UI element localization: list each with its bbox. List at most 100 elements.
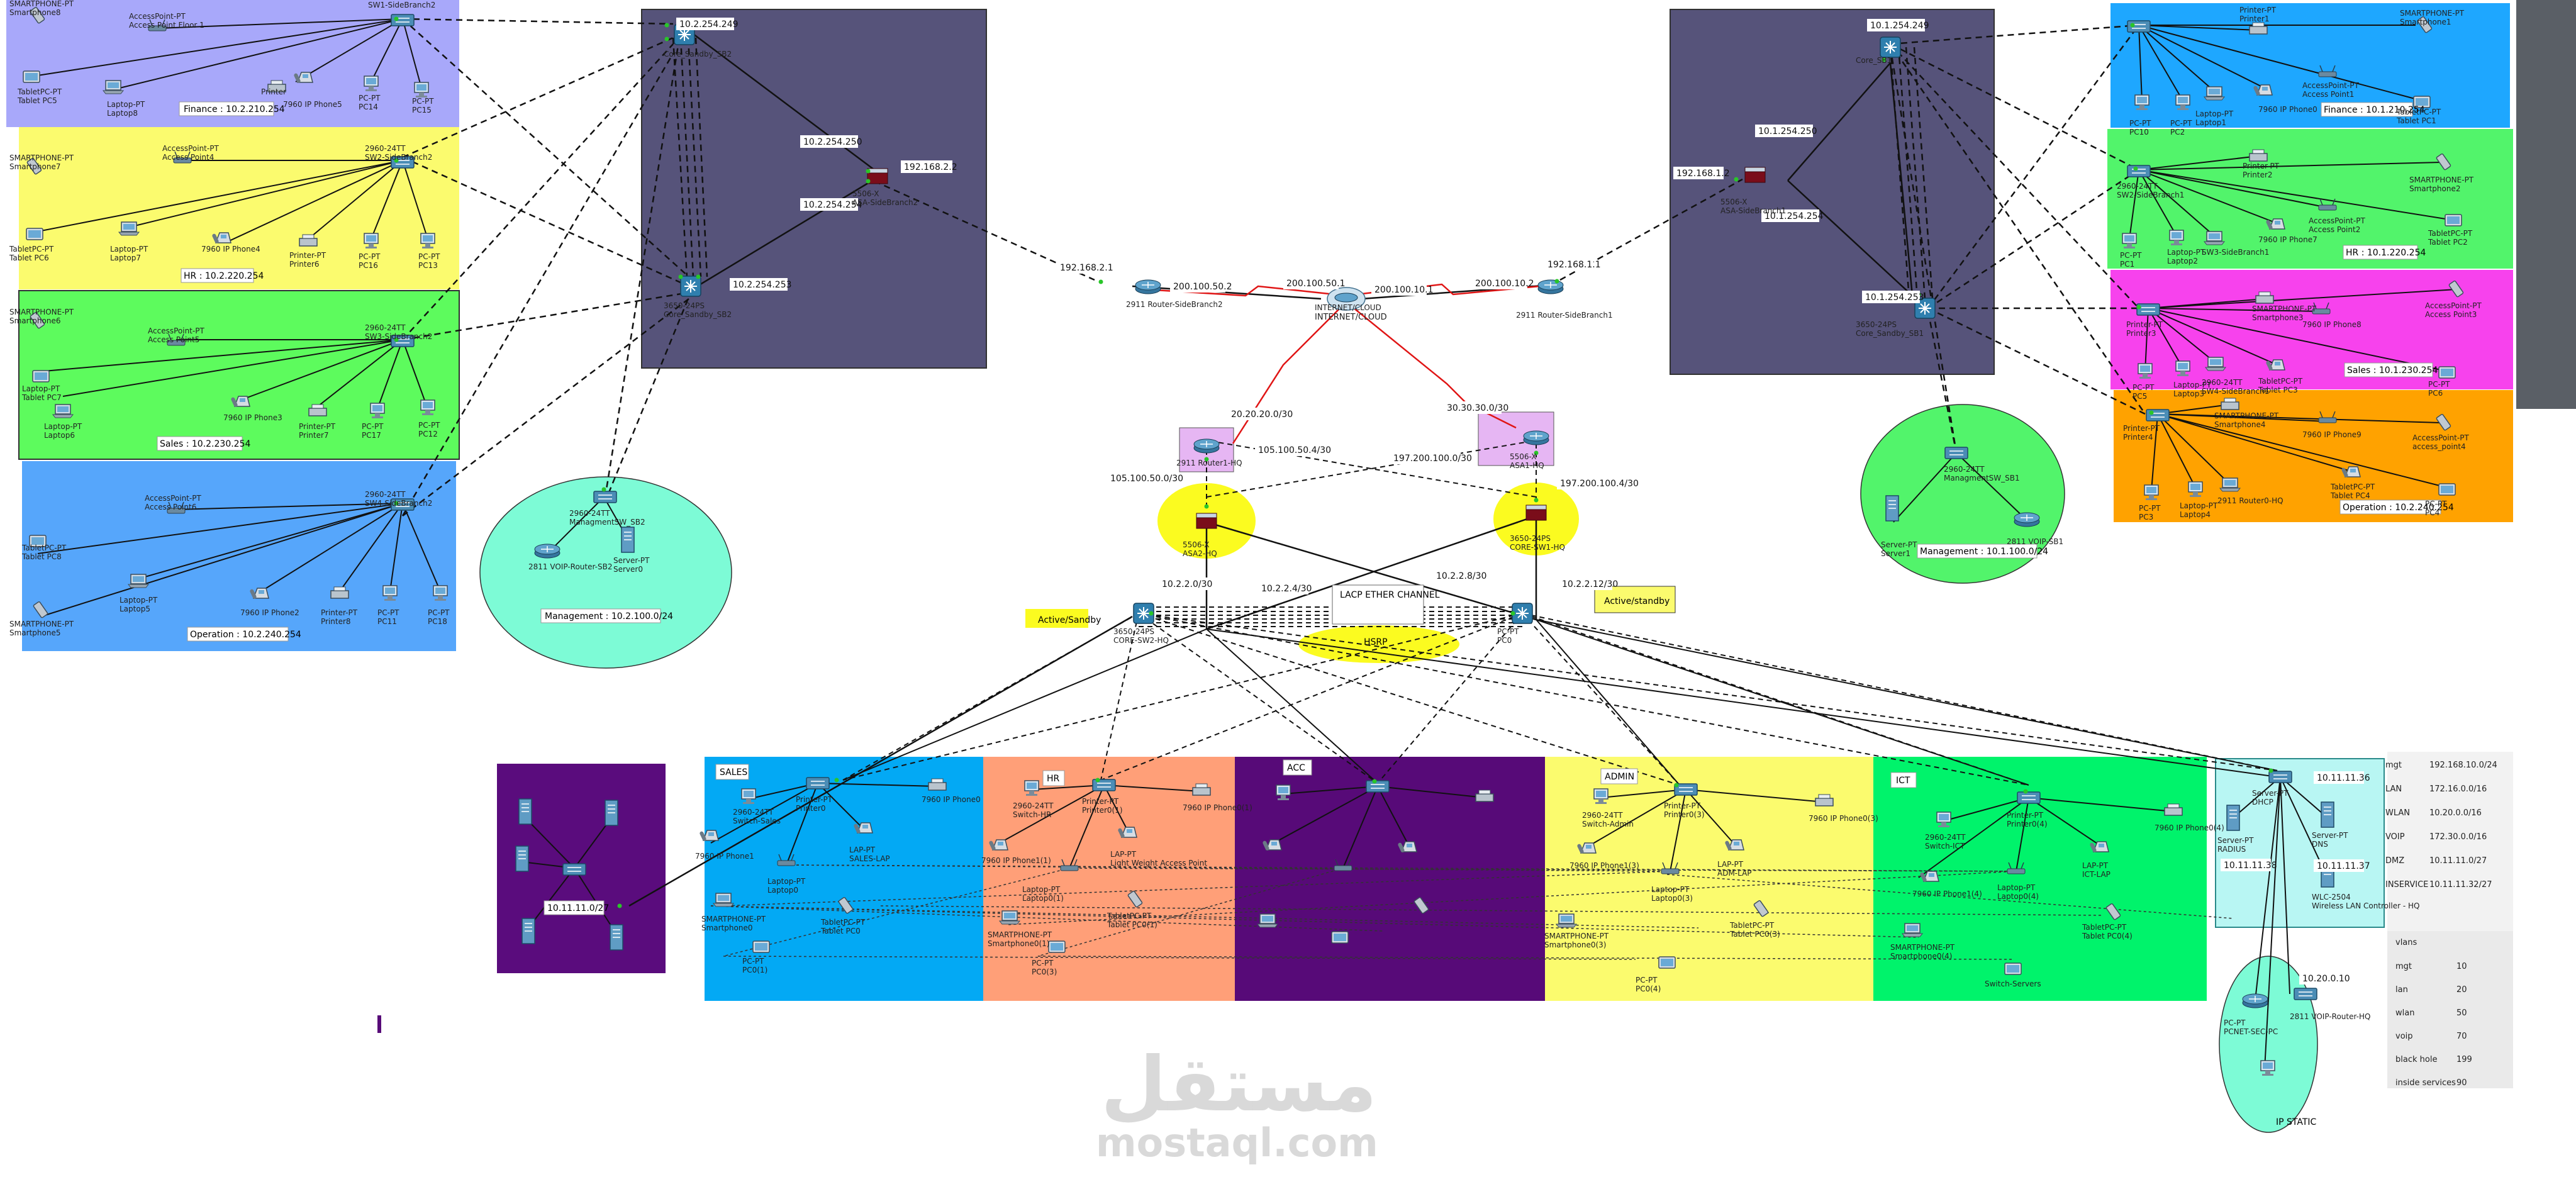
ip-label: 10.2.254.253 [733, 280, 792, 290]
vlan-key: wlan [2395, 1008, 2414, 1018]
right-edge-strip [2516, 0, 2576, 409]
ip-label: 30.30.30.0/30 [1447, 403, 1508, 413]
device-label: 2911 Router0-HQ [2217, 496, 2283, 505]
hq-hr-zone [983, 757, 1235, 1001]
device-label: 7960 IP Phone3 [223, 413, 282, 422]
device-label: 7960 IP Phone2 [240, 608, 299, 617]
ip-label: 192.168.2.1 [1060, 263, 1113, 273]
ip-label: 192.168.1.1 [1547, 260, 1601, 270]
ip-label: 10.1.254.249 [1870, 21, 1929, 31]
device-label: 7960 IP Phone0 [2258, 105, 2317, 114]
sb1-management-zone [1860, 404, 2065, 584]
ip-label: 10.11.11.36 [2317, 773, 2370, 783]
ip-label: 10.2.254.254 [803, 200, 862, 210]
hsrp-label: HSRP [1364, 637, 1388, 647]
device-label: 7960 IP Phone1 [695, 852, 754, 861]
legend-value: 10.11.11.32/27 [2429, 880, 2492, 890]
sb1-finance-zone [2110, 3, 2510, 128]
ip-label: 10.2.2.0/30 [1162, 579, 1212, 589]
device-label: 7960 IP Phone8 [2302, 320, 2361, 329]
vlan-value: 50 [2456, 1008, 2467, 1018]
sb1-core-zone [1670, 9, 1995, 375]
ip-label: 10.2.254.249 [679, 20, 739, 30]
sb2-core-zone [641, 9, 987, 369]
legend-key: LAN [2385, 784, 2402, 794]
active-standby-label: Active/standby [1604, 596, 1670, 606]
device-label: INTERNET/CLOUD [1315, 303, 1381, 312]
ip-label: 10.1.254.253 [1865, 293, 1924, 303]
device-label: Printer [261, 87, 286, 96]
sb1-operation-label: Operation : 10.2.240.254 [2343, 503, 2454, 513]
dmz-label: 10.11.11.0/27 [547, 903, 609, 913]
device-label: 2911 Router-SideBranch2 [1126, 300, 1223, 309]
ip-label: 192.168.1.2 [1676, 169, 1730, 179]
legend-key: INSERVICE [2385, 880, 2428, 890]
sb1-hr-label: HR : 10.1.220.254 [2346, 248, 2426, 258]
vlans-title: vlans [2395, 938, 2417, 947]
links-layer [37, 18, 2457, 1070]
sb2-management-label: Management : 10.2.100.0/24 [545, 611, 673, 622]
hq-hr-label: HR [1047, 774, 1060, 784]
sb2-sales-label: Sales : 10.2.230.254 [160, 439, 250, 449]
legend-value: 10.20.0.0/16 [2429, 808, 2482, 818]
sb1-sales-label: Sales : 10.1.230.254 [2347, 365, 2438, 376]
ip-label: 10.1.254.250 [1758, 126, 1817, 137]
hq-acc-label: ACC [1287, 763, 1305, 773]
sb2-sales-zone [18, 290, 460, 460]
vlan-value: 10 [2456, 962, 2467, 971]
sb2-management-zone [479, 476, 732, 669]
sb2-operation-zone [22, 461, 456, 651]
